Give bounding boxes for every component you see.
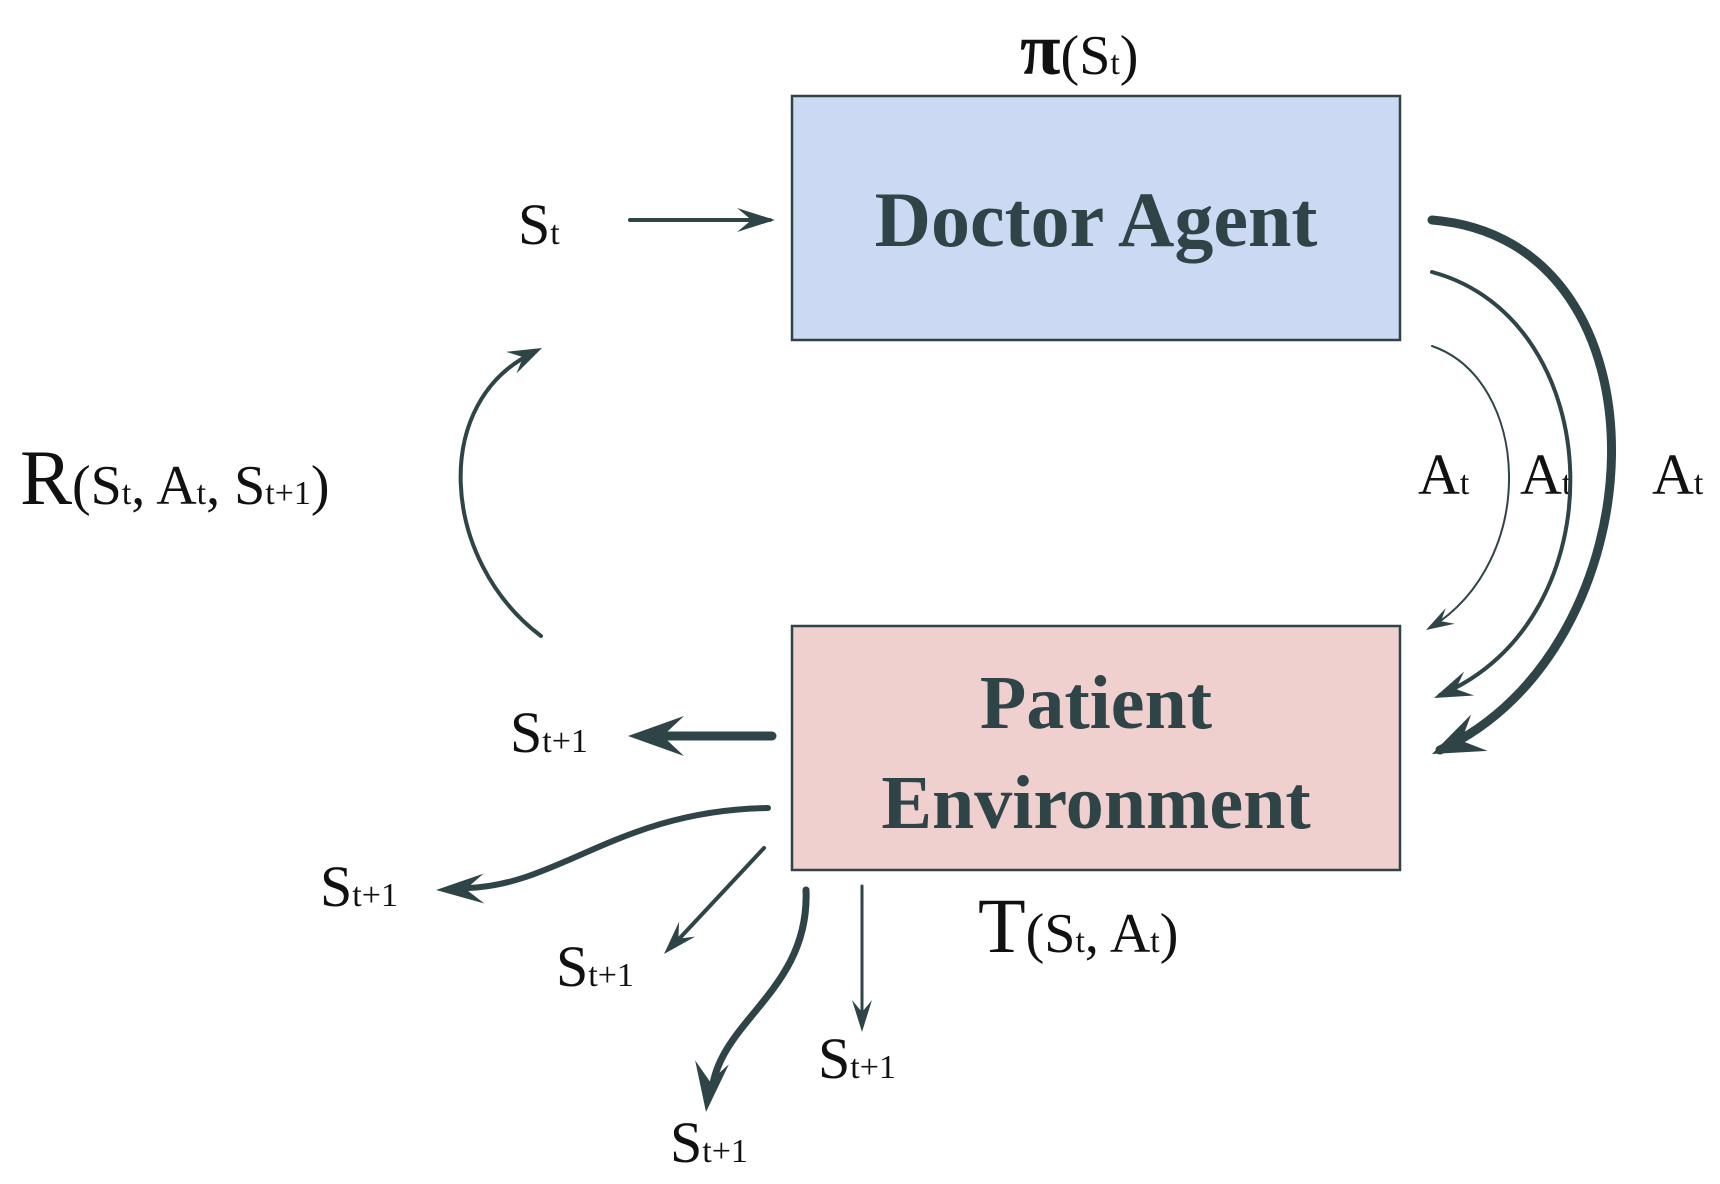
patient-environment-box: Patient Environment <box>790 624 1402 872</box>
next-state-arrow-3-head <box>664 921 696 954</box>
next-state-arrow-2-head <box>436 873 485 904</box>
next-state-label-4: St+1 <box>818 1026 896 1091</box>
next-state-label-3: St+1 <box>556 934 634 999</box>
next-state-label-2: St+1 <box>320 854 398 919</box>
policy-symbol: π <box>1020 9 1061 91</box>
state-in-arrow-head <box>737 208 775 232</box>
doctor-agent-label: Doctor Agent <box>875 176 1318 263</box>
reward-s1: t <box>122 475 132 512</box>
transition-label: T(St, At) <box>978 882 1178 969</box>
next-state-arrow-5-head <box>695 1060 729 1112</box>
reward-s2: t <box>197 475 207 512</box>
action-label-1: At <box>1418 442 1470 507</box>
reward-p1: (S <box>72 455 122 517</box>
doctor-agent-box: Doctor Agent <box>790 94 1402 342</box>
action-arrow-1-line <box>1429 345 1510 629</box>
policy-close: ) <box>1120 25 1139 87</box>
reward-p2: , A <box>131 455 197 517</box>
policy-label: π(St) <box>1020 9 1138 91</box>
action-arrow-1-head <box>1426 608 1455 630</box>
reward-arrow-head <box>506 348 542 374</box>
state-in-sub: t <box>550 215 560 252</box>
action-label-3: At <box>1652 442 1704 507</box>
reward-close: ) <box>311 455 330 517</box>
policy-sub: t <box>1110 45 1120 82</box>
patient-environment-label-line1: Patient <box>980 661 1212 745</box>
reward-s3: t+1 <box>265 475 311 512</box>
arrows <box>436 208 1616 1112</box>
transition-args1: (S <box>1026 903 1076 965</box>
state-in-base: S <box>518 192 550 257</box>
policy-args: (S <box>1061 25 1111 87</box>
transition-symbol: T <box>978 882 1026 969</box>
next-state-arrow-1-head <box>628 716 684 756</box>
action-arrow-3-head <box>1432 714 1488 754</box>
action-arrow-3-line <box>1427 215 1616 755</box>
next-state-arrow-5-line <box>708 886 810 1094</box>
reward-p3: , S <box>206 455 265 517</box>
reward-label: R(St, At, St+1) <box>20 434 330 521</box>
reward-arrow-line <box>458 350 543 638</box>
patient-environment-rect <box>790 624 1402 872</box>
action-arrow-2-line <box>1430 270 1573 697</box>
action-arrow-2-head <box>1434 671 1475 698</box>
transition-close: ) <box>1160 903 1179 965</box>
next-state-arrow-2-line <box>465 805 771 891</box>
state-in-label: St <box>518 192 560 257</box>
action-label-2: At <box>1520 442 1572 507</box>
transition-sub1: t <box>1075 923 1085 960</box>
next-state-label-5: St+1 <box>670 1110 748 1175</box>
next-state-arrow-4-head <box>852 1000 872 1032</box>
transition-sub2: t <box>1150 923 1160 960</box>
next-state-label-1: St+1 <box>510 700 588 765</box>
patient-environment-label-line2: Environment <box>881 761 1310 845</box>
doctor-agent-rect <box>790 94 1402 342</box>
next-state-arrow-3-line <box>676 846 766 942</box>
reward-symbol: R <box>20 434 72 521</box>
transition-mid: , A <box>1085 903 1151 965</box>
